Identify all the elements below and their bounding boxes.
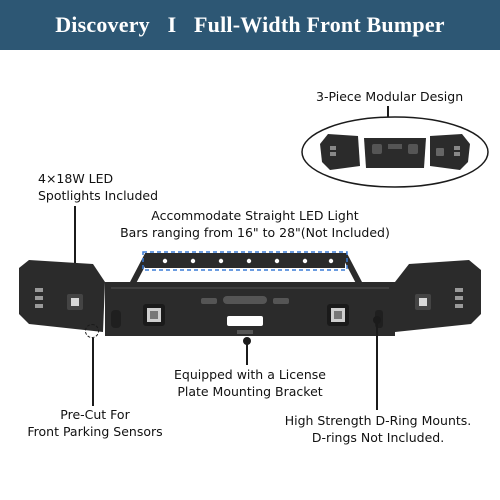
parking-sensors-leader [92, 338, 94, 406]
license-plate-pointer [243, 337, 251, 345]
led-spotlights-leader [74, 206, 76, 302]
title-separator: I [167, 12, 177, 37]
parking-sensors-line-2: Front Parking Sensors [27, 424, 163, 439]
light-bar-line-1: Accommodate Straight LED Light [151, 208, 359, 223]
license-plate-leader [246, 343, 248, 365]
light-bar-line-2: Bars ranging from 16" to 28"(Not Include… [120, 225, 390, 240]
parking-sensors-label: Pre-Cut For Front Parking Sensors [10, 406, 180, 440]
parking-sensors-line-1: Pre-Cut For [60, 407, 130, 422]
license-plate-label: Equipped with a License Plate Mounting B… [150, 366, 350, 400]
license-plate-line-2: Plate Mounting Bracket [177, 384, 323, 399]
led-spotlights-line-1: 4×18W LED [38, 171, 114, 186]
parking-sensor-marker [85, 324, 99, 338]
light-bar-label: Accommodate Straight LED Light Bars rang… [90, 207, 420, 241]
d-ring-line-2: D-rings Not Included. [311, 430, 445, 445]
led-spotlights-label: 4×18W LED Spotlights Included [38, 170, 158, 204]
license-plate-line-1: Equipped with a License [174, 367, 326, 382]
d-ring-label: High Strength D-Ring Mounts. D-rings Not… [268, 412, 488, 446]
product-title: Full-Width Front Bumper [194, 12, 445, 37]
modular-design-label: 3-Piece Modular Design [316, 89, 464, 104]
d-ring-leader [376, 322, 378, 410]
d-ring-pointer [373, 316, 381, 324]
modular-inset-illustration [301, 116, 489, 188]
modular-design-leader [387, 106, 389, 118]
brand-name: Discovery [55, 12, 150, 37]
bumper-illustration [19, 251, 481, 336]
banner-title: Discovery I Full-Width Front Bumper [55, 12, 445, 38]
title-banner: Discovery I Full-Width Front Bumper [0, 0, 500, 50]
led-spotlights-line-2: Spotlights Included [38, 188, 159, 203]
d-ring-line-1: High Strength D-Ring Mounts. [284, 413, 472, 428]
